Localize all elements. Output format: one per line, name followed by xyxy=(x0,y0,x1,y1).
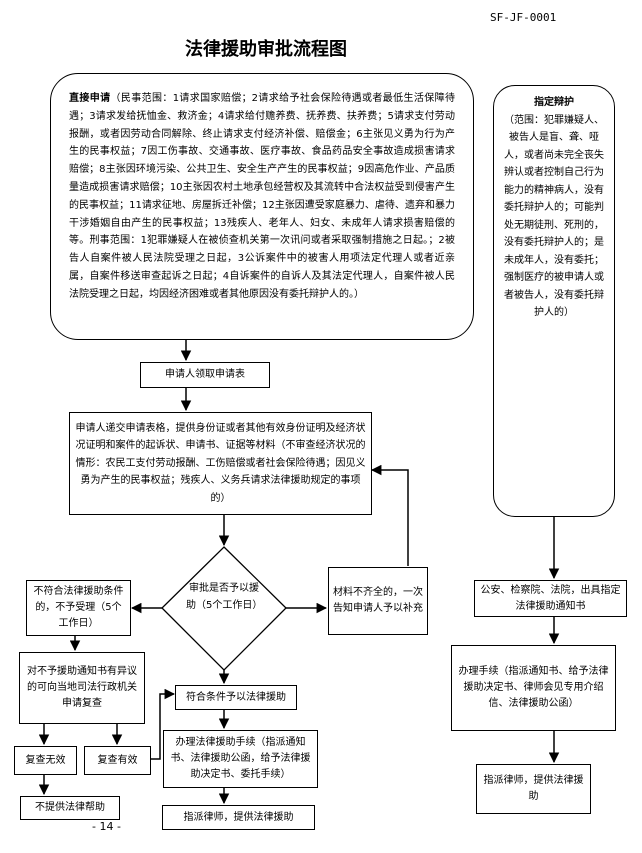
designated-defense-scope: （范围：犯罪嫌疑人、被告人是盲、聋、哑人，或者尚未完全丧失辨认或者控制自己行为能… xyxy=(504,114,604,319)
document-code: SF-JF-0001 xyxy=(490,11,557,24)
step-review-decision: 审批是否予以援助（5个工作日） xyxy=(186,583,263,611)
step-court-notice: 公安、检察院、法院，出具指定法律援助通知书 xyxy=(474,580,627,617)
step-side-procedures: 办理手续（指派通知书、给予法律援助决定书、律师会见专用介绍信、法律援助公函） xyxy=(451,645,616,731)
step-eligible: 符合条件予以法律援助 xyxy=(175,685,297,710)
step-objection-review: 对不予援助通知书有异议的可向当地司法行政机关申请复查 xyxy=(19,652,145,724)
step-side-assign-lawyer: 指派律师，提供法律援助 xyxy=(476,764,591,814)
step-review-invalid: 复查无效 xyxy=(14,746,77,775)
arrow-valid-to-eligible xyxy=(151,688,176,760)
designated-defense-box: 指定辩护 （范围：犯罪嫌疑人、被告人是盲、聋、哑人，或者尚未完全丧失辨认或者控制… xyxy=(493,85,615,517)
step-submit-form: 申请人递交申请表格，提供身份证或者其他有效身份证明及经济状况证明和案件的起诉状、… xyxy=(69,412,372,515)
step-get-form: 申请人领取申请表 xyxy=(140,362,270,388)
step-no-aid: 不提供法律帮助 xyxy=(20,796,120,820)
step-handle-procedures: 办理法律援助手续（指派通知书、法律援助公函，给予法律援助决定书、委托手续） xyxy=(163,730,318,788)
direct-application-heading: 直接申请 xyxy=(69,93,111,104)
arrow-incomplete-to-submit xyxy=(370,464,409,566)
step-assign-lawyer: 指派律师，提供法律援助 xyxy=(162,805,315,830)
direct-application-box: 直接申请（民事范围：1请求国家赔偿；2请求给予社会保险待遇或者最低生活保障待遇；… xyxy=(50,73,474,340)
designated-defense-heading: 指定辩护 xyxy=(534,97,574,108)
step-incomplete-materials: 材料不齐全的，一次告知申请人予以补充 xyxy=(328,567,428,635)
step-review-valid: 复查有效 xyxy=(84,746,151,775)
page-number: - 14 - xyxy=(92,820,121,833)
page-title: 法律援助审批流程图 xyxy=(185,39,347,60)
direct-application-scope: （民事范围：1请求国家赔偿；2请求给予社会保险待遇或者最低生活保障待遇；3请求发… xyxy=(69,93,456,300)
step-not-eligible: 不符合法律援助条件的，不予受理（5个工作日） xyxy=(26,580,131,636)
